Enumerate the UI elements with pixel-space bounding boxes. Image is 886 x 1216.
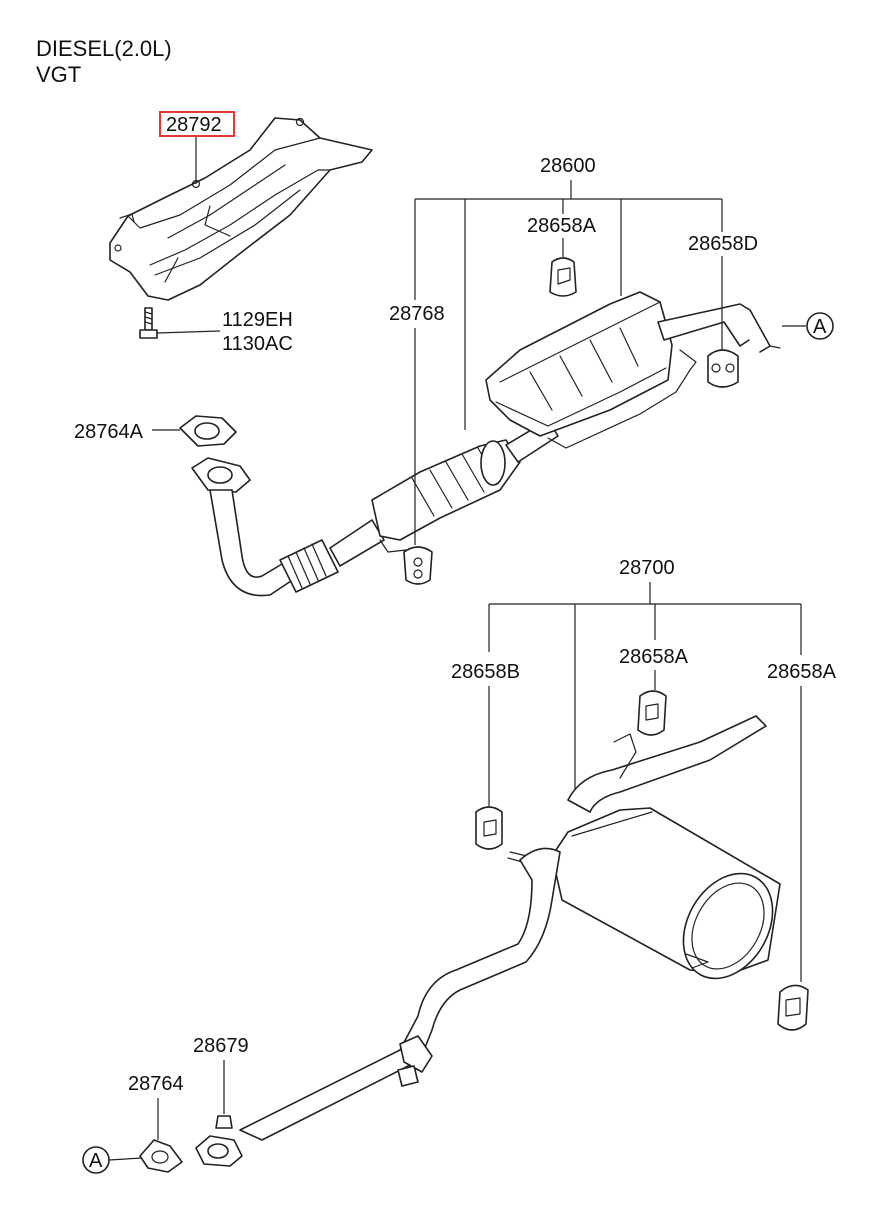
rear-hanger-b-part-number[interactable]: 28658B [451,661,520,683]
front-hanger-bracket-drawing [403,546,433,585]
ref-a-top-label[interactable]: A [813,316,827,338]
bolt-part-number-b[interactable]: 1130AC [222,333,293,355]
front-hanger-a-drawing [549,257,577,297]
rear-gasket-part-number[interactable]: 28764 [128,1073,184,1095]
heat-shield-highlight-box [159,111,235,137]
bolt-leader [156,330,221,334]
front-gasket-drawing [179,415,237,447]
front-assembly-part-number[interactable]: 28600 [540,155,596,177]
front-hanger-d-part-number[interactable]: 28658D [688,233,758,255]
rear-gasket-drawing [139,1139,183,1173]
front-gasket-part-number[interactable]: 28764A [74,421,144,443]
ref-a-top-circle [806,312,834,340]
engine-title: DIESEL(2.0L) [36,36,172,61]
rear-hanger-a-right-drawing [777,984,809,1031]
front-hanger-bracket-part-number[interactable]: 28768 [389,303,445,325]
ref-a-bottom-leader [108,1157,143,1161]
ref-a-bottom-label[interactable]: A [89,1150,103,1172]
rear-hanger-b-drawing [475,806,503,850]
rear-hanger-a-mid-drawing [637,690,667,736]
bolt-drawing [139,307,158,339]
heat-shield-part-number[interactable]: 28792 [166,114,222,136]
rear-hanger-a-mid-part-number[interactable]: 28658A [619,646,689,668]
nut-part-number[interactable]: 28679 [193,1035,249,1057]
front-hanger-d-drawing [707,349,739,388]
bolt-part-number-a[interactable]: 1129EH [222,309,293,331]
rear-hanger-a-right-part-number[interactable]: 28658A [767,661,837,683]
rear-muffler-drawing [195,715,781,1167]
front-exhaust-assembly-drawing [191,291,781,597]
heat-shield-drawing [109,117,373,301]
rear-assembly-part-number[interactable]: 28700 [619,557,675,579]
front-hanger-a-part-number[interactable]: 28658A [527,215,597,237]
engine-subtitle: VGT [36,62,81,87]
nut-drawing [215,1115,233,1129]
